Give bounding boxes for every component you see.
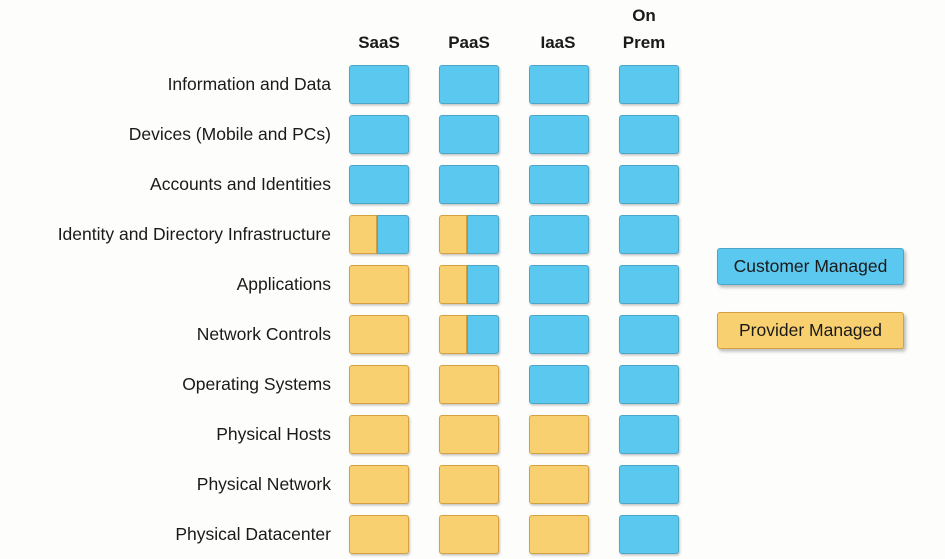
cell-on-prem-customer bbox=[619, 115, 679, 154]
row-cells bbox=[349, 515, 679, 554]
matrix-row: Applications bbox=[0, 265, 679, 304]
row-cells bbox=[349, 215, 679, 254]
cell-saas-provider bbox=[349, 265, 409, 304]
row-label: Applications bbox=[236, 274, 331, 294]
cell-paas-customer bbox=[439, 165, 499, 204]
cell-saas-provider bbox=[349, 465, 409, 504]
cell-saas-split bbox=[349, 215, 409, 254]
cell-iaas-customer bbox=[529, 365, 589, 404]
row-cells bbox=[349, 165, 679, 204]
cell-half-provider bbox=[439, 215, 468, 254]
responsibility-grid: Information and Data Devices (Mobile and… bbox=[0, 65, 679, 554]
cell-paas-provider bbox=[439, 465, 499, 504]
row-cells bbox=[349, 365, 679, 404]
cell-paas-customer bbox=[439, 65, 499, 104]
row-cells bbox=[349, 315, 679, 354]
cell-saas-customer bbox=[349, 115, 409, 154]
matrix-row: Devices (Mobile and PCs) bbox=[0, 115, 679, 154]
cell-half-provider bbox=[349, 215, 378, 254]
legend-customer-managed: Customer Managed bbox=[717, 248, 904, 285]
cell-iaas-provider bbox=[529, 515, 589, 554]
cell-on-prem-customer bbox=[619, 365, 679, 404]
cell-half-customer bbox=[467, 215, 499, 254]
cell-iaas-provider bbox=[529, 465, 589, 504]
cell-paas-provider bbox=[439, 415, 499, 454]
cell-on-prem-customer bbox=[619, 215, 679, 254]
cell-iaas-customer bbox=[529, 265, 589, 304]
row-label: Physical Network bbox=[196, 474, 331, 494]
cell-saas-provider bbox=[349, 415, 409, 454]
cell-iaas-customer bbox=[529, 115, 589, 154]
matrix-row: Information and Data bbox=[0, 65, 679, 104]
row-cells bbox=[349, 265, 679, 304]
cell-saas-customer bbox=[349, 165, 409, 204]
legend-provider-label: Provider Managed bbox=[739, 320, 882, 340]
cell-iaas-provider bbox=[529, 415, 589, 454]
cell-saas-provider bbox=[349, 515, 409, 554]
legend: Customer Managed Provider Managed bbox=[717, 248, 904, 349]
column-header-saas: SaaS bbox=[358, 32, 400, 52]
cell-iaas-customer bbox=[529, 165, 589, 204]
row-label: Information and Data bbox=[167, 74, 331, 94]
legend-customer-label: Customer Managed bbox=[733, 256, 888, 276]
row-label: Physical Hosts bbox=[216, 424, 331, 444]
column-headers: SaaS PaaS IaaS On Prem bbox=[0, 0, 945, 58]
matrix-row: Network Controls bbox=[0, 315, 679, 354]
row-label: Operating Systems bbox=[182, 374, 331, 394]
row-cells bbox=[349, 415, 679, 454]
column-header-paas: PaaS bbox=[448, 32, 490, 52]
cell-paas-provider bbox=[439, 515, 499, 554]
row-label: Physical Datacenter bbox=[175, 524, 331, 544]
cell-paas-split bbox=[439, 265, 499, 304]
matrix-row: Identity and Directory Infrastructure bbox=[0, 215, 679, 254]
row-cells bbox=[349, 115, 679, 154]
cell-on-prem-customer bbox=[619, 465, 679, 504]
cell-on-prem-customer bbox=[619, 165, 679, 204]
matrix-row: Physical Datacenter bbox=[0, 515, 679, 554]
cell-half-customer bbox=[377, 215, 409, 254]
cell-paas-split bbox=[439, 215, 499, 254]
row-label: Devices (Mobile and PCs) bbox=[128, 124, 331, 144]
cell-paas-customer bbox=[439, 115, 499, 154]
matrix-row: Physical Network bbox=[0, 465, 679, 504]
cell-paas-provider bbox=[439, 365, 499, 404]
row-label: Identity and Directory Infrastructure bbox=[57, 224, 331, 244]
cell-iaas-customer bbox=[529, 215, 589, 254]
cell-on-prem-customer bbox=[619, 415, 679, 454]
row-cells bbox=[349, 465, 679, 504]
row-label: Network Controls bbox=[196, 324, 331, 344]
cell-iaas-customer bbox=[529, 315, 589, 354]
matrix-row: Physical Hosts bbox=[0, 415, 679, 454]
cell-on-prem-customer bbox=[619, 515, 679, 554]
matrix-row: Operating Systems bbox=[0, 365, 679, 404]
cell-half-provider bbox=[439, 265, 468, 304]
cell-paas-split bbox=[439, 315, 499, 354]
cell-half-customer bbox=[467, 265, 499, 304]
matrix-row: Accounts and Identities bbox=[0, 165, 679, 204]
cell-on-prem-customer bbox=[619, 315, 679, 354]
cell-saas-customer bbox=[349, 65, 409, 104]
cell-saas-provider bbox=[349, 365, 409, 404]
cell-on-prem-customer bbox=[619, 65, 679, 104]
row-cells bbox=[349, 65, 679, 104]
column-header-iaas: IaaS bbox=[540, 32, 576, 52]
row-label: Accounts and Identities bbox=[150, 174, 331, 194]
cell-iaas-customer bbox=[529, 65, 589, 104]
legend-provider-managed: Provider Managed bbox=[717, 312, 904, 349]
cell-half-provider bbox=[439, 315, 468, 354]
cell-saas-provider bbox=[349, 315, 409, 354]
column-header-on-prem: On Prem bbox=[622, 6, 666, 52]
cell-half-customer bbox=[467, 315, 499, 354]
cell-on-prem-customer bbox=[619, 265, 679, 304]
